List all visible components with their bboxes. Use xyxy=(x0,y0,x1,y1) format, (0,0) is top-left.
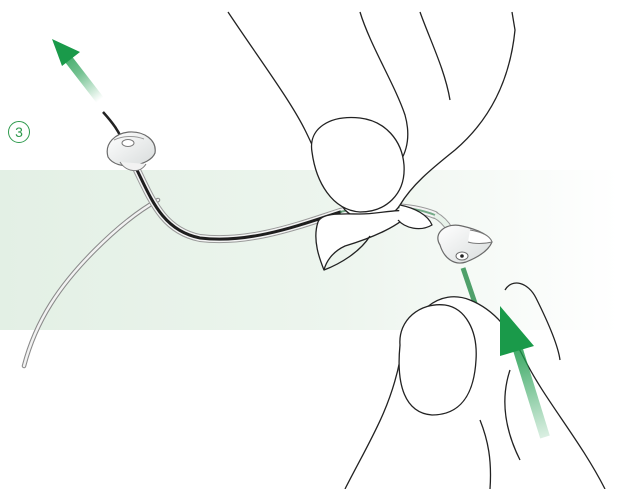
thin-tube xyxy=(21,197,161,369)
background-band xyxy=(0,170,619,330)
step-number-badge: 3 xyxy=(8,121,30,143)
hand-icon xyxy=(227,11,516,271)
arrow-up-left-icon xyxy=(52,39,104,103)
earpiece-dome-icon xyxy=(106,131,156,171)
arrow-up-icon xyxy=(500,306,550,439)
earpiece-dome-icon xyxy=(437,224,493,264)
step-number: 3 xyxy=(15,124,23,140)
hand-icon xyxy=(344,282,606,489)
